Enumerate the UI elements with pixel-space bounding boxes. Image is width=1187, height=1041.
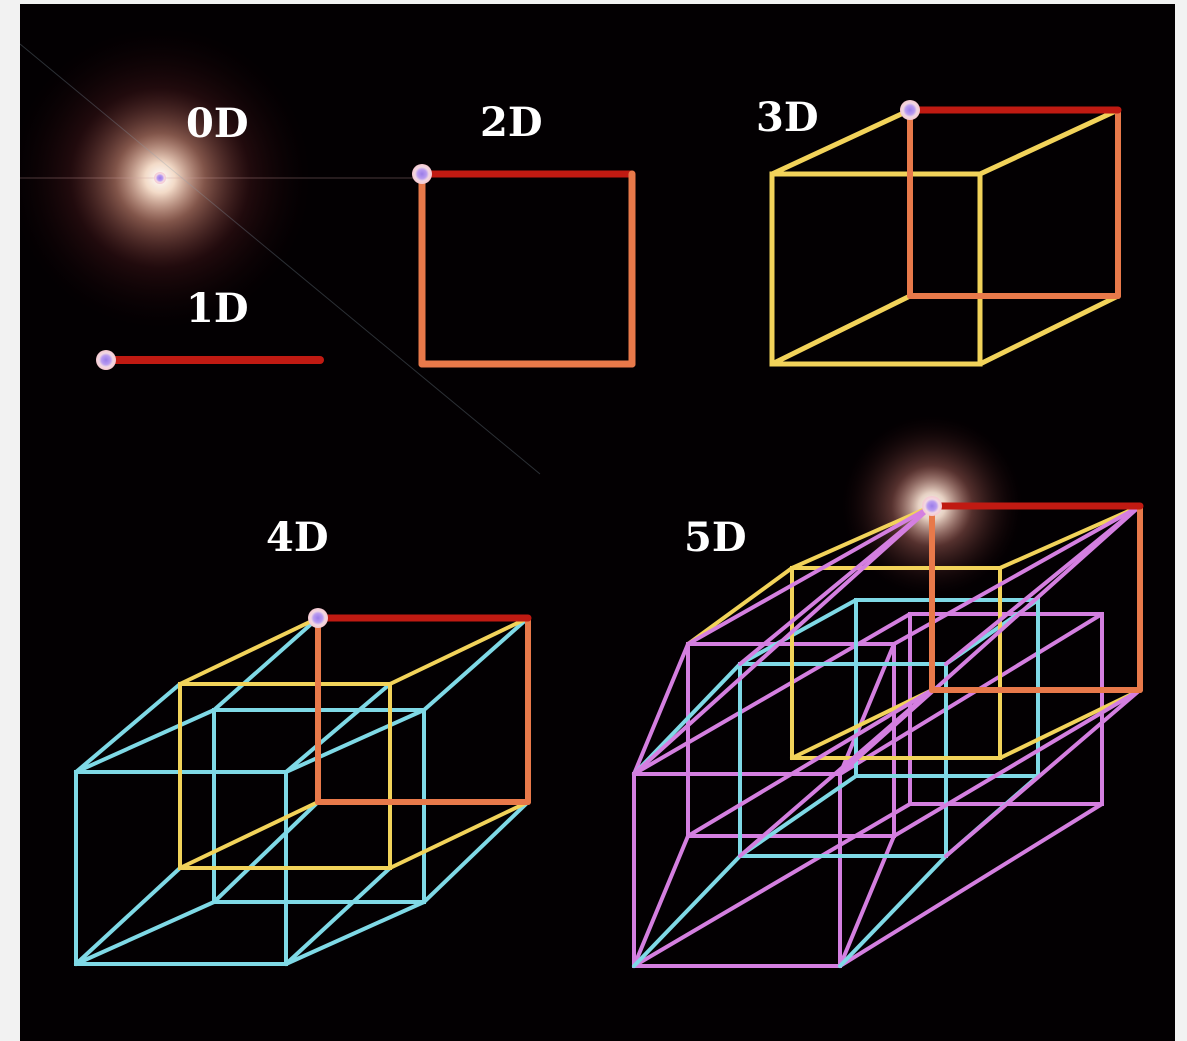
diagram-canvas: 0D 1D 2D 3D <box>20 28 1144 968</box>
three-d-group: 3D <box>756 94 1122 367</box>
four-d-group: 4D <box>74 514 532 966</box>
penteract-start-vertex <box>922 496 942 516</box>
five-d-group: 5D <box>632 416 1144 968</box>
label-2d: 2D <box>480 99 543 146</box>
cube-start-vertex <box>900 100 920 120</box>
two-d-group: 2D <box>412 99 636 368</box>
tesseract-icon <box>74 614 532 966</box>
square-icon <box>418 170 636 368</box>
tesseract-start-vertex <box>308 608 328 628</box>
zero-d-group: 0D <box>20 28 541 475</box>
penteract-icon <box>632 502 1144 968</box>
label-3d: 3D <box>756 94 819 141</box>
one-d-group: 1D <box>96 285 324 370</box>
label-5d: 5D <box>684 514 747 561</box>
label-0d: 0D <box>186 100 249 147</box>
label-4d: 4D <box>266 514 329 561</box>
lens-flare-diagonal <box>20 43 541 475</box>
point-icon <box>154 172 166 184</box>
line-start-vertex <box>96 350 116 370</box>
cube-icon <box>769 106 1122 367</box>
dimensions-diagram: 0D 1D 2D 3D <box>20 4 1175 1041</box>
label-1d: 1D <box>186 285 249 332</box>
square-start-vertex <box>412 164 432 184</box>
